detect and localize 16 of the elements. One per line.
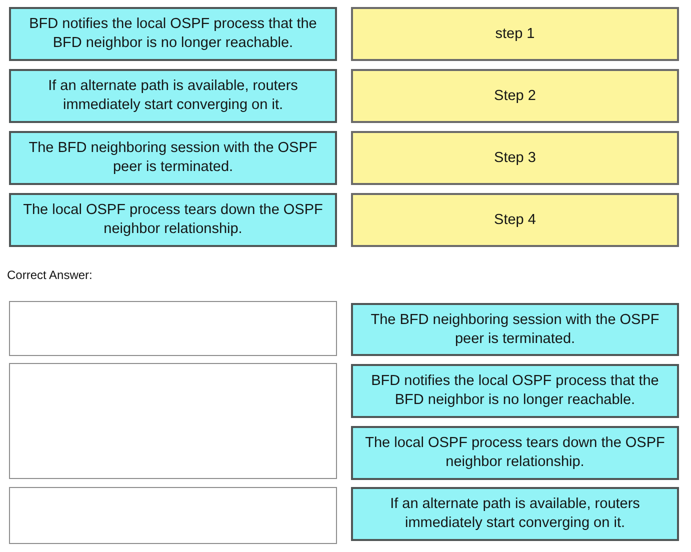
empty-drop-zone: [9, 487, 337, 544]
option-card: BFD notifies the local OSPF process that the BFD neighbor is no longer reachable.: [9, 7, 337, 61]
step-slot: step 1: [351, 7, 679, 61]
empty-drop-zone: [9, 301, 337, 356]
answer-card: The local OSPF process tears down the OSPF neighbor relationship.: [351, 426, 679, 480]
step-slot: Step 3: [351, 131, 679, 185]
answer-card: The BFD neighboring session with the OSPF peer is terminated.: [351, 303, 679, 356]
empty-drop-zone: [9, 363, 337, 479]
step-slot: Step 4: [351, 193, 679, 247]
answer-card: BFD notifies the local OSPF process that the BFD neighbor is no longer reachable.: [351, 364, 679, 418]
option-card: If an alternate path is available, routers immediately start converging on it.: [9, 69, 337, 123]
option-card: The BFD neighboring session with the OSPF peer is terminated.: [9, 131, 337, 185]
answer-card: If an alternate path is available, routers immediately start converging on it.: [351, 487, 679, 541]
answer-heading: Correct Answer:: [7, 268, 92, 282]
option-card: The local OSPF process tears down the OSPF neighbor relationship.: [9, 193, 337, 247]
step-slot: Step 2: [351, 69, 679, 123]
